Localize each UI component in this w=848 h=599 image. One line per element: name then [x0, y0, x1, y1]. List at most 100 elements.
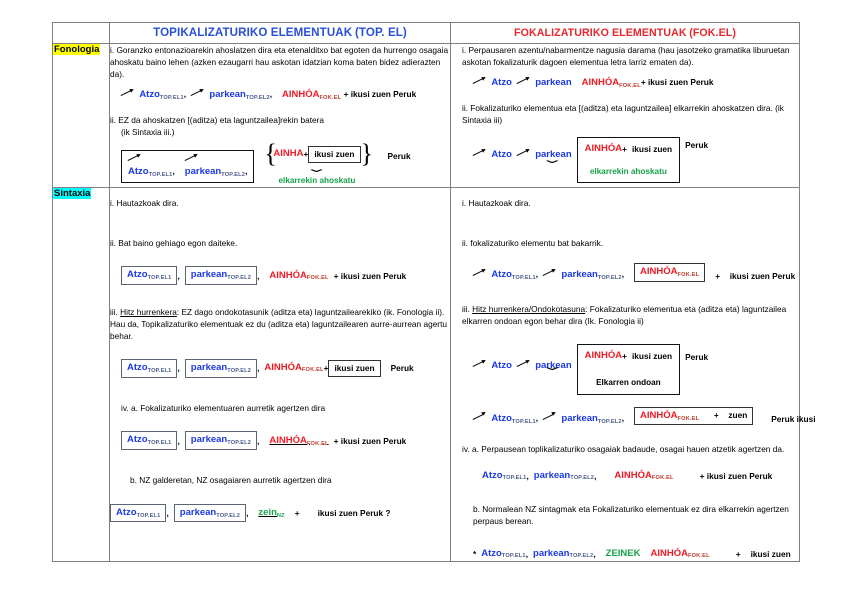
rising-intonation-arrow-icon: [473, 148, 489, 157]
token-atzo: Atzo: [491, 148, 512, 160]
token-parkean: parkean: [561, 269, 598, 281]
token-atzo: Atzo: [491, 77, 512, 89]
syntax-focus-cell: i. Hautazkoak dira. ii. fokalizaturiko e…: [450, 187, 816, 563]
phonology-topic-example-2: AtzoTOP.EL1, parkeanTOP.EL2,: [110, 139, 450, 187]
phonology-topic-example-1: AtzoTOP.EL1, parkeanTOP.EL2, AINHÓAFOK.E…: [110, 88, 450, 102]
token-parkean: parkean: [190, 361, 228, 373]
token-atzo: Atzo: [139, 89, 160, 101]
token-atzo: Atzo: [128, 166, 149, 178]
brace-connector-icon: ⌄: [304, 163, 329, 176]
token-ainhoa: AINHÓA: [584, 142, 623, 154]
subscript-top-el2: TOP.EL2: [227, 275, 252, 282]
token-ikusizuen: ikusi zuen: [631, 350, 673, 361]
tail-text-4: ikusi zuen Peruk: [317, 508, 384, 518]
token-peruk-ikusi: Peruk ikusi: [771, 414, 816, 425]
syntax-topic-tail-1: + ikusi zuen Peruk: [333, 270, 407, 281]
token-atzo: Atzo: [481, 548, 502, 560]
comma-17: ,: [526, 470, 529, 481]
phonology-focus-example-1: Atzo parkean AINHÓAFOK.EL+ ikusi zuen Pe…: [462, 76, 799, 90]
rising-intonation-arrow-icon: [543, 412, 559, 421]
topic-box-parkean: parkeanTOP.EL2: [184, 358, 258, 378]
syntax-topic-iii-num: iii.: [110, 306, 121, 317]
topic-box-parkean: parkeanTOP.EL2: [173, 503, 247, 523]
token-parkean: parkean: [533, 548, 570, 560]
subscript-top-el1: TOP.EL1: [148, 172, 173, 179]
rising-intonation-arrow-icon: [128, 153, 144, 162]
comma-18: ,: [594, 470, 597, 481]
syntax-focus-iii-body: : Fokalizaturiko elementua eta (aditza e…: [462, 303, 787, 326]
token-zuen: zuen: [728, 409, 748, 420]
token-ainhoa: AINHÓA: [269, 434, 307, 446]
phonology-topic-ii-sub: (ik Sintaxia iii.): [121, 126, 175, 137]
token-atzo: Atzo: [116, 506, 137, 518]
token-ainhoa: AINHÓA: [269, 269, 307, 281]
subscript-fok-el: FOK.EL: [619, 83, 641, 90]
token-atzo: Atzo: [127, 434, 148, 446]
subscript-fok-el: FOK.EL: [677, 415, 700, 422]
token-atzo: Atzo: [491, 359, 512, 371]
syntax-topic-i-text: i. Hautazkoak dira.: [110, 197, 179, 208]
subscript-top-el2: TOP.EL2: [597, 275, 622, 282]
subscript-top-el1: TOP.EL1: [147, 367, 172, 374]
phonology-topic-i: i. Goranzko entonazioarekin ahoslatzen d…: [110, 44, 450, 80]
token-parkean: parkean: [190, 269, 228, 281]
plus-8: +: [735, 549, 741, 560]
right-brace-icon: }: [360, 139, 373, 169]
syntax-topic-ii-text: ii. Bat baino gehiago egon daiteke.: [110, 238, 238, 249]
topic-box-atzo: AtzoTOP.EL1: [121, 266, 178, 286]
comma-2: ,: [269, 89, 273, 100]
subscript-top-el2: TOP.EL2: [570, 474, 595, 481]
rising-intonation-arrow-icon: [473, 76, 489, 85]
row-label-sintaxia: Sintaxia: [53, 188, 92, 200]
syntax-topic-tail-3: + ikusi zuen Peruk: [333, 435, 407, 446]
phonology-focus-ii-text: ii. Fokalizaturiko elementua eta [(aditz…: [462, 102, 784, 125]
brace-connector-icon: ⌄: [539, 153, 564, 166]
phonology-focus-ii: ii. Fokalizaturiko elementua eta [(aditz…: [462, 102, 799, 126]
subscript-top-el2: TOP.EL2: [221, 172, 246, 179]
green-label-elkarrekin-ahoskatu: elkarrekin ahoskatu: [589, 166, 667, 176]
subscript-top-el1: TOP.EL1: [511, 418, 536, 425]
token-peruk: Peruk: [685, 351, 709, 362]
row-label-sintaxia-cell: Sintaxia: [52, 187, 110, 563]
phonology-focus-cell: i. Perpausaren azentu/nabarmentze nagusi…: [450, 42, 800, 189]
phonology-focus-tail-1: + ikusi zuen Peruk: [640, 77, 714, 88]
token-ainhoa: AINHÓA: [264, 362, 302, 374]
syntax-focus-example-3: AtzoTOP.EL1, parkeanTOP.EL2, AINHÓAFOK.E…: [462, 406, 816, 426]
syntax-focus-iv-b-text: b. Normalean NZ sintagmak eta Fokalizatu…: [473, 503, 789, 526]
token-parkean: parkean: [561, 412, 598, 424]
syntax-topic-iii-body: : EZ dago ondokotasunik (aditza eta) lag…: [110, 306, 447, 341]
token-ikusizuen: ikusi zuen: [631, 143, 673, 154]
syntax-focus-example-1: AtzoTOP.EL1, parkeanTOP.EL2, AINHÓAFOK.E…: [462, 263, 799, 283]
plus-4: +: [294, 508, 300, 518]
question-mark: ?: [385, 508, 391, 518]
subscript-top-el1: TOP.EL1: [501, 553, 526, 560]
plus-2: +: [622, 143, 627, 154]
token-peruk: Peruk: [685, 140, 709, 151]
phonology-topic-i-text: i. Goranzko entonazioarekin ahoslatzen d…: [110, 45, 449, 80]
comma-14: ,: [621, 269, 625, 280]
syntax-topic-example-4: AtzoTOP.EL1 , parkeanTOP.EL2 , zeinNZ + …: [110, 503, 450, 523]
comma-3: ,: [172, 166, 175, 177]
green-label-elkarrekin-ahoskatu: elkarrekin ahoskatu: [278, 176, 356, 186]
phonology-topic-tail-1: + ikusi zuen Peruk: [343, 89, 417, 100]
focus-underlined-group: AINHÓAFOK.EL: [269, 434, 328, 448]
subscript-fok-el: FOK.EL: [306, 440, 329, 447]
phonology-focus-i: i. Perpausaren azentu/nabarmentze nagusi…: [462, 44, 799, 68]
table-row-fonologia: Fonologia i. Goranzko entonazioarekin ah…: [52, 42, 800, 189]
syntax-focus-iii-num: iii.: [462, 303, 473, 314]
token-atzo: Atzo: [491, 412, 512, 424]
brace-connector-icon: ⌄: [539, 360, 564, 373]
syntax-topic-example-3: AtzoTOP.EL1 , parkeanTOP.EL2 , AINHÓAFOK…: [110, 431, 450, 451]
rising-intonation-arrow-icon: [191, 88, 207, 97]
comma-13: ,: [535, 269, 539, 280]
comma-15: ,: [535, 412, 539, 423]
comma-11: ,: [166, 508, 169, 518]
token-zein: zein: [258, 507, 277, 519]
token-parkean: parkean: [184, 166, 222, 178]
syntax-focus-iii-text: iii. Hitz hurrenkera/Ondokotasuna: Fokal…: [462, 303, 799, 327]
token-ikusizuen: ikusi zuen: [750, 549, 791, 560]
subscript-nz: NZ: [276, 513, 285, 520]
